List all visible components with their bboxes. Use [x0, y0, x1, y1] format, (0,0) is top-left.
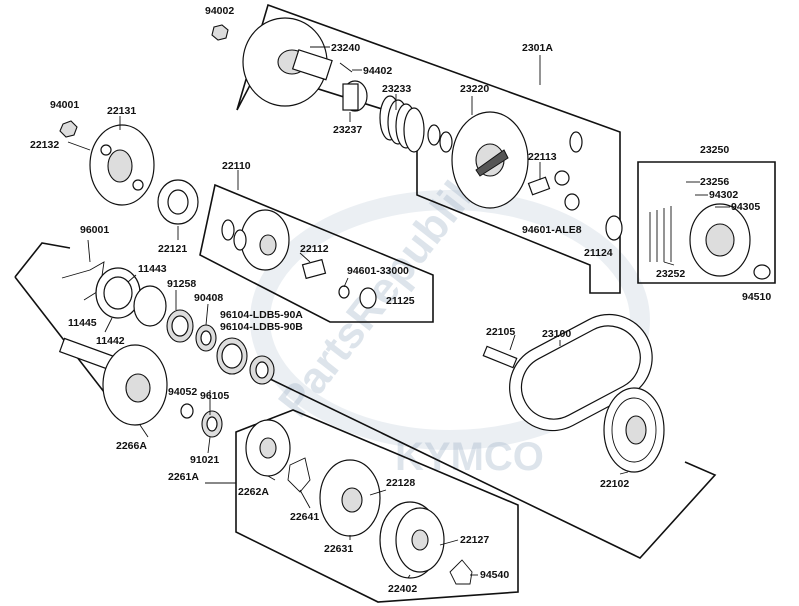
- part-11442-gasket: [133, 285, 167, 327]
- label-94305: 94305: [731, 201, 760, 213]
- label-90408: 90408: [194, 292, 223, 304]
- label-22131: 22131: [107, 105, 136, 117]
- parts: [58, 17, 771, 585]
- part-gear-icon: [554, 170, 570, 186]
- label-94402: 94402: [363, 65, 392, 77]
- part-94002-nut: [211, 24, 229, 41]
- part-96105-bearing: [249, 355, 275, 385]
- part-22131-drive-face: [89, 124, 155, 206]
- part-22121-slider: [157, 179, 199, 225]
- label-94002: 94002: [205, 5, 234, 17]
- label-91258: 91258: [167, 278, 196, 290]
- part-22631-clutch-shoe: [319, 459, 381, 537]
- label-22112: 22112: [300, 243, 329, 255]
- part-23237-collar: [342, 80, 368, 112]
- part-23250-clutch: [649, 203, 751, 277]
- label-22102: 22102: [600, 478, 629, 490]
- label-94302: 94302: [709, 189, 738, 201]
- label-96104-LDB5-90A: 96104-LDB5-90A: [220, 309, 303, 321]
- label-96105: 96105: [200, 390, 229, 402]
- part-oring-a: [427, 124, 441, 146]
- label-22402: 22402: [388, 583, 417, 595]
- label-23250: 23250: [700, 144, 729, 156]
- part-94601-ALE8: [564, 193, 580, 211]
- label-94601-33000: 94601-33000: [347, 265, 409, 277]
- part-22113-collar: [527, 176, 551, 196]
- label-94510: 94510: [742, 291, 771, 303]
- part-oring-c: [569, 131, 583, 153]
- label-22113: 22113: [528, 151, 557, 163]
- label-11443: 11443: [138, 263, 167, 275]
- label-2262A: 2262A: [238, 486, 269, 498]
- label-94601-ALE8: 94601-ALE8: [522, 224, 582, 236]
- part-94601-33000: [338, 285, 350, 299]
- part-22102-fan: [603, 387, 665, 473]
- label-22121: 22121: [158, 243, 187, 255]
- label-23240: 23240: [331, 42, 360, 54]
- part-94052-washer: [180, 403, 194, 419]
- part-23240-driven-face: [242, 17, 333, 107]
- label-2301A: 2301A: [522, 42, 553, 54]
- frame-2261A: [235, 409, 519, 603]
- label-21124: 21124: [584, 247, 613, 259]
- label-22641: 22641: [290, 511, 319, 523]
- leaders: [67, 46, 730, 579]
- label-22110: 22110: [222, 160, 251, 172]
- label-21125: 21125: [386, 295, 415, 307]
- part-21125-oring: [359, 287, 377, 309]
- label-22105: 22105: [486, 326, 515, 338]
- part-21124-oring: [605, 215, 623, 241]
- part-91258-seal: [166, 309, 194, 343]
- part-94540-clip: [449, 559, 473, 585]
- label-96001: 96001: [80, 224, 109, 236]
- part-96104-seal: [216, 337, 248, 375]
- part-11443-housing: [95, 267, 141, 319]
- frame-belt-ref: [267, 377, 717, 559]
- part-96001-clip: [61, 261, 105, 301]
- watermark-logo-text: KYMCO: [395, 435, 544, 479]
- part-22402-clutch-outer: [379, 501, 445, 579]
- watermark: PartsRepublik KYMCO: [250, 162, 650, 479]
- frame-2301A: [236, 3, 621, 294]
- part-90408-bearing: [195, 324, 217, 352]
- label-22631: 22631: [324, 543, 353, 555]
- label-22128: 22128: [386, 477, 415, 489]
- label-94052: 94052: [168, 386, 197, 398]
- part-22110-movable-driven-face: [221, 209, 290, 271]
- label-22132: 22132: [30, 139, 59, 151]
- part-23233-spring: [379, 95, 425, 153]
- label-22127: 22127: [460, 534, 489, 546]
- label-11445: 11445: [68, 317, 97, 329]
- part-22112-collar: [301, 258, 327, 280]
- label-23256: 23256: [700, 176, 729, 188]
- label-94540: 94540: [480, 569, 509, 581]
- label-23220: 23220: [460, 83, 489, 95]
- part-94001-nut: [59, 120, 78, 138]
- label-23233: 23233: [382, 83, 411, 95]
- label-91021: 91021: [190, 454, 219, 466]
- part-94510-clip: [753, 264, 771, 280]
- part-23220-movable-face: [451, 111, 529, 209]
- label-2266A: 2266A: [116, 440, 147, 452]
- part-22641-spring: [287, 457, 311, 493]
- frame-shaft-bracket: [14, 242, 71, 278]
- label-23237: 23237: [333, 124, 362, 136]
- label-94001: 94001: [50, 99, 79, 111]
- part-2266A-shaft: [58, 337, 168, 426]
- label-96104-LDB5-90B: 96104-LDB5-90B: [220, 321, 303, 333]
- label-11442: 11442: [96, 335, 125, 347]
- part-94402-pin: [339, 62, 353, 73]
- labels: 94002 23240 94402 2301A 23233 23220 2323…: [30, 5, 771, 595]
- part-2262A-plate: [245, 419, 291, 477]
- part-22105-pin: [482, 345, 518, 369]
- frame-22110: [199, 183, 434, 323]
- frame-23250: [637, 161, 776, 284]
- label-23100: 23100: [542, 328, 571, 340]
- label-23252: 23252: [656, 268, 685, 280]
- part-oring-b: [439, 131, 453, 153]
- label-2261A: 2261A: [168, 471, 199, 483]
- part-91021-bearing: [201, 410, 223, 438]
